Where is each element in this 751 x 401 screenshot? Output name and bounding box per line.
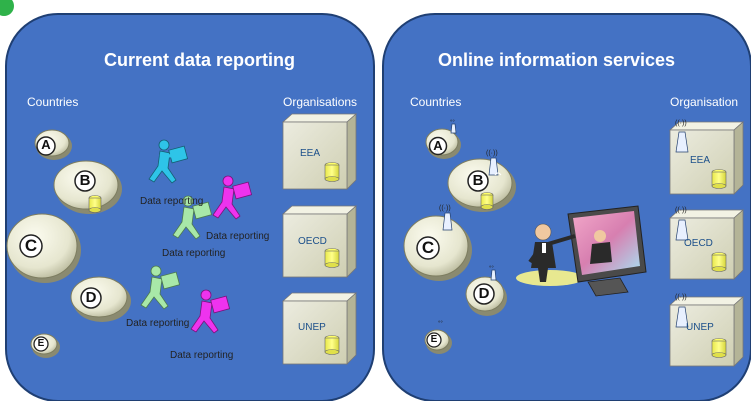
org-label-unep-online: UNEP bbox=[686, 322, 714, 333]
svg-text:°°: °° bbox=[450, 120, 455, 126]
org-box-unep bbox=[281, 292, 358, 365]
svg-text:°°: °° bbox=[438, 321, 443, 327]
svg-text:((·)): ((·)) bbox=[439, 205, 451, 212]
right-organisations-heading: Organisation bbox=[670, 95, 739, 109]
country-disc-e bbox=[30, 333, 60, 358]
svg-text:°°: °° bbox=[489, 266, 494, 272]
svg-text:((·)): ((·)) bbox=[675, 120, 687, 127]
flow-label: Data reporting bbox=[140, 196, 204, 207]
org-label-unep: UNEP bbox=[298, 322, 326, 333]
org-box-oecd bbox=[281, 205, 358, 278]
antenna-icon: °° bbox=[450, 120, 457, 134]
antenna-icon: °° bbox=[489, 266, 497, 281]
data-carrier-icon bbox=[172, 195, 213, 240]
svg-text:((·)): ((·)) bbox=[675, 207, 687, 214]
decorative-marks-icon bbox=[494, 172, 502, 176]
country-disc-c bbox=[6, 213, 81, 283]
country-label-b: B bbox=[79, 172, 91, 189]
country-disc-e-online bbox=[424, 329, 452, 354]
left-organisations-heading: Organisations bbox=[283, 95, 358, 109]
org-box-oecd-online: ((·)) bbox=[668, 207, 745, 280]
country-label-e-online: E bbox=[430, 334, 438, 345]
org-label-oecd-online: OECD bbox=[684, 238, 713, 249]
antenna-icon: ((·)) bbox=[486, 150, 499, 176]
corner-accent-icon bbox=[0, 0, 14, 16]
country-disc-d-online bbox=[465, 276, 507, 316]
country-label-a-online: A bbox=[433, 138, 443, 153]
right-panel-title: Online information services bbox=[438, 50, 676, 70]
left-countries-heading: Countries bbox=[27, 95, 79, 109]
data-carrier-icon bbox=[148, 139, 189, 184]
org-box-eea bbox=[281, 113, 358, 190]
country-disc-b bbox=[53, 160, 122, 214]
country-disc-a bbox=[34, 129, 72, 160]
antenna-icon: ((·)) bbox=[439, 205, 453, 231]
country-disc-d bbox=[70, 276, 131, 322]
antenna-icon: °° bbox=[438, 321, 443, 327]
svg-text:((·)): ((·)) bbox=[486, 150, 498, 157]
flow-label: Data reporting bbox=[206, 231, 270, 242]
country-label-c-online: C bbox=[421, 238, 435, 257]
country-label-a: A bbox=[41, 137, 51, 152]
flow-label: Data reporting bbox=[170, 350, 234, 361]
left-panel-title: Current data reporting bbox=[104, 50, 296, 70]
country-label-d: D bbox=[85, 289, 97, 306]
flow-label: Data reporting bbox=[126, 318, 190, 329]
data-carrier-icon bbox=[212, 175, 253, 220]
org-box-eea-online: ((·)) bbox=[668, 120, 745, 195]
presenter-screen-icon bbox=[516, 205, 647, 297]
data-carrier-icon bbox=[140, 265, 181, 310]
country-label-c: C bbox=[24, 236, 38, 255]
right-countries-heading: Countries bbox=[410, 95, 462, 109]
data-carrier-icon bbox=[190, 289, 231, 334]
org-label-eea-online: EEA bbox=[690, 155, 711, 166]
org-label-eea: EEA bbox=[300, 148, 321, 159]
country-label-e: E bbox=[37, 338, 45, 349]
country-label-b-online: B bbox=[472, 172, 484, 189]
flow-label: Data reporting bbox=[162, 248, 226, 259]
svg-text:((·)): ((·)) bbox=[675, 294, 687, 301]
org-box-unep-online: ((·)) bbox=[668, 294, 745, 367]
country-label-d-online: D bbox=[478, 285, 490, 302]
country-disc-b-online bbox=[447, 158, 516, 212]
org-label-oecd: OECD bbox=[298, 236, 327, 247]
country-disc-c-online bbox=[403, 215, 472, 281]
country-disc-a-online bbox=[425, 128, 461, 159]
